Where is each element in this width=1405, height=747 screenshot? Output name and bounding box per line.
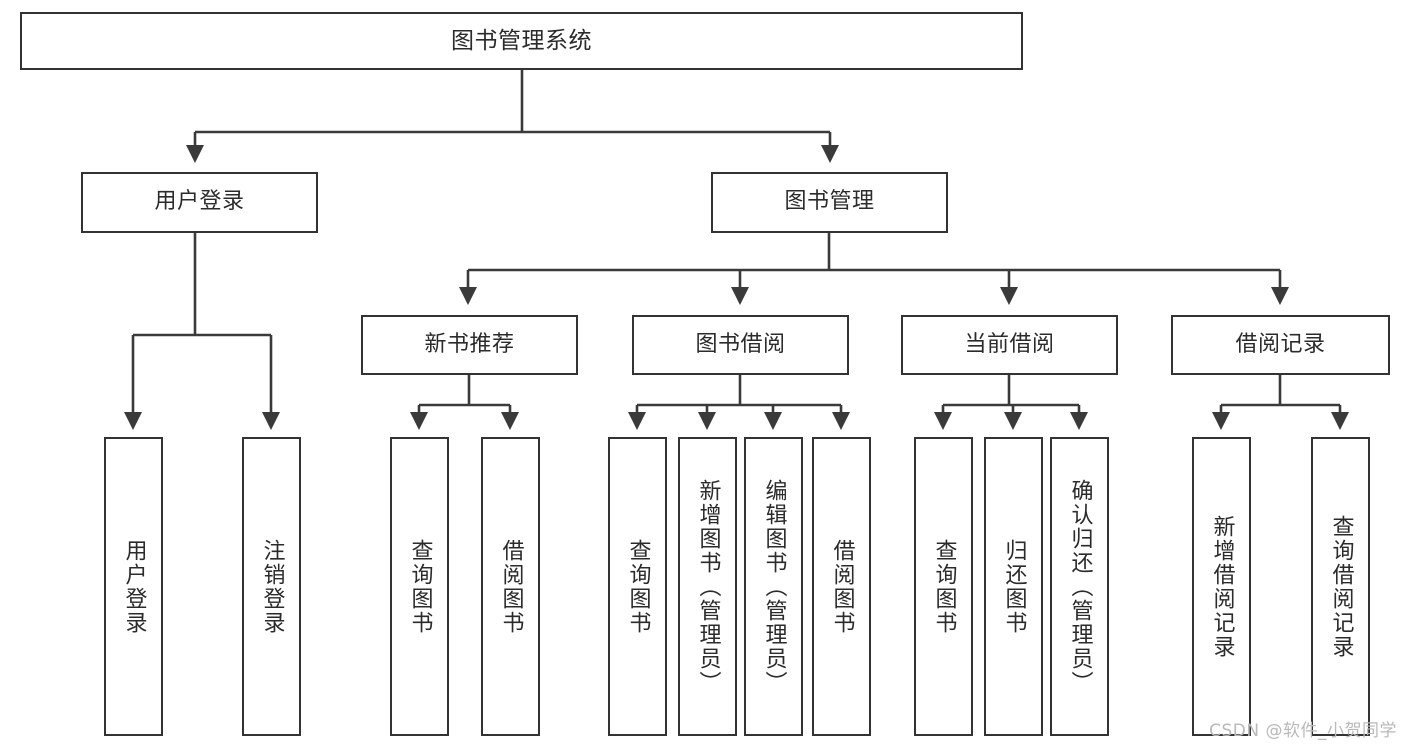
leaf-query-book-current[interactable]: 查询图书 [914,437,973,736]
leaf-add-book[interactable]: 新增图书（管理员） [678,437,737,736]
node-label: 图书借阅 [695,331,786,357]
node-label: 编辑图书（管理员） [761,478,787,695]
node-label: 图书管理 [784,189,875,215]
leaf-confirm-return[interactable]: 确认归还（管理员） [1050,437,1109,736]
leaf-edit-book[interactable]: 编辑图书（管理员） [744,437,803,736]
node-label: 当前借阅 [964,331,1055,357]
node-label: 借阅图书 [498,538,524,635]
node-label: 图书管理系统 [451,27,592,54]
node-label: 新书推荐 [424,331,515,357]
node-book-borrow[interactable]: 图书借阅 [632,315,849,375]
watermark-text: CSDN @软件_小贺同学 [1209,721,1397,741]
leaf-logout-login[interactable]: 注销登录 [242,437,301,736]
node-label: 查询借阅记录 [1328,514,1354,659]
leaf-return-book[interactable]: 归还图书 [984,437,1043,736]
node-label: 借阅图书 [829,538,855,635]
leaf-borrow-book[interactable]: 借阅图书 [812,437,871,736]
leaf-add-borrow-record[interactable]: 新增借阅记录 [1192,437,1251,736]
node-label: 确认归还（管理员） [1067,478,1093,695]
node-borrow-record[interactable]: 借阅记录 [1171,315,1390,375]
node-user-login[interactable]: 用户登录 [81,172,318,233]
node-label: 查询图书 [625,538,651,635]
node-label: 查询图书 [931,538,957,635]
node-label: 查询图书 [407,538,433,635]
node-label: 新增借阅记录 [1209,514,1235,659]
leaf-borrow-book-recommend[interactable]: 借阅图书 [481,437,540,736]
leaf-query-book-borrow[interactable]: 查询图书 [608,437,667,736]
node-label: 用户登录 [154,189,245,215]
node-book-manage[interactable]: 图书管理 [711,172,948,233]
node-label: 归还图书 [1001,538,1027,635]
node-label: 借阅记录 [1235,331,1326,357]
node-new-book-recommend[interactable]: 新书推荐 [361,315,578,375]
leaf-query-borrow-record[interactable]: 查询借阅记录 [1311,437,1370,736]
node-current-borrow[interactable]: 当前借阅 [901,315,1118,375]
node-label: 新增图书（管理员） [695,478,721,695]
node-label: 注销登录 [259,538,285,635]
leaf-query-book-recommend[interactable]: 查询图书 [390,437,449,736]
node-root-system[interactable]: 图书管理系统 [20,12,1023,70]
node-label: 用户登录 [121,538,147,635]
leaf-user-login[interactable]: 用户登录 [104,437,163,736]
